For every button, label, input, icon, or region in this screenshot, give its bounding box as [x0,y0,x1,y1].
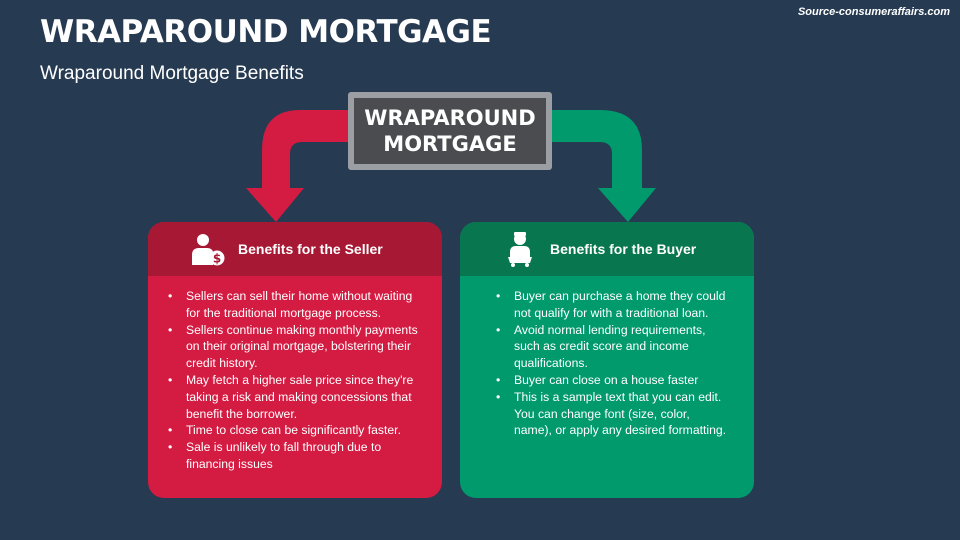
list-item: Avoid normal lending requirements, such … [494,322,728,372]
buyer-card-header: Benefits for the Buyer [460,222,754,276]
center-label: WRAPAROUND MORTGAGE [364,106,536,156]
page-title: WRAPAROUND MORTGAGE [40,14,492,50]
list-item: Buyer can close on a house faster [494,372,728,389]
source-credit: Source-consumeraffairs.com [797,6,950,18]
buyer-benefits-list: Buyer can purchase a home they could not… [494,288,728,439]
buyer-cart-icon [508,232,532,267]
svg-text:$: $ [213,252,221,266]
buyer-curved-arrow [550,110,656,222]
page-subtitle: Wraparound Mortgage Benefits [40,63,304,84]
seller-card-header: $ Benefits for the Seller [148,222,442,276]
list-item: This is a sample text that you can edit.… [494,389,728,439]
seller-curved-arrow [246,110,350,222]
list-item: Buyer can purchase a home they could not… [494,288,728,322]
seller-money-icon: $ [192,234,225,266]
buyer-benefits-card: Benefits for the Buyer Buyer can purchas… [460,222,754,498]
list-item: Time to close can be significantly faste… [166,422,426,439]
seller-benefits-list: Sellers can sell their home without wait… [166,288,426,473]
list-item: Sellers can sell their home without wait… [166,288,426,322]
list-item: Sellers continue making monthly payments… [166,322,426,372]
buyer-card-title: Benefits for the Buyer [550,241,697,257]
list-item: Sale is unlikely to fall through due to … [166,439,426,473]
list-item: May fetch a higher sale price since they… [166,372,426,422]
center-concept-box: WRAPAROUND MORTGAGE [348,92,552,170]
seller-benefits-card: $ Benefits for the Seller Sellers can se… [148,222,442,498]
seller-card-title: Benefits for the Seller [238,241,383,257]
